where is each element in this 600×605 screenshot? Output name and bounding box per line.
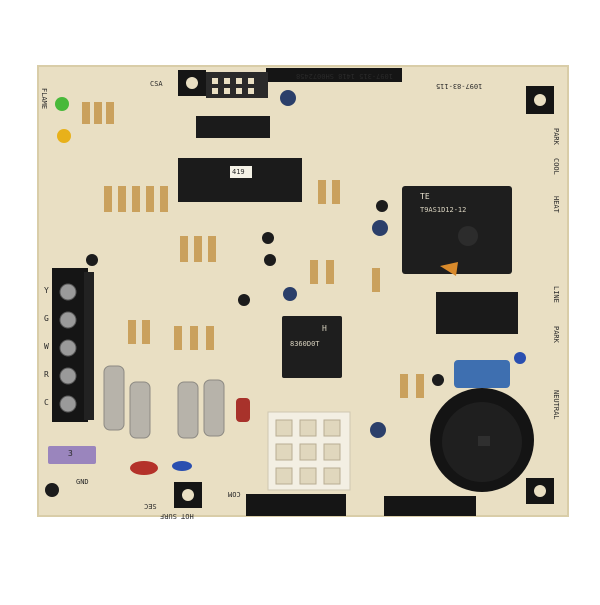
cap-electrolytic-4 <box>370 422 386 438</box>
chip-sticker-text: 419 <box>232 168 245 176</box>
led-yellow <box>57 129 71 143</box>
cap-electrolytic-1 <box>280 90 296 106</box>
cap-electrolytic-3 <box>283 287 297 301</box>
terminal-letter-y: Y <box>44 286 49 295</box>
bottom-sec-label: SEC <box>144 502 157 510</box>
bottom-edge-strip-left <box>246 494 346 516</box>
terminal-letter-c: C <box>44 398 49 407</box>
red-component <box>236 398 250 422</box>
terminal-letter-w: W <box>44 342 49 351</box>
power-resistors <box>103 365 225 439</box>
cap-red-small <box>130 461 158 475</box>
right-heat-label: HEAT <box>552 196 560 213</box>
bottom-com-label: COM <box>228 490 241 498</box>
right-park-b-label: PARK <box>552 326 560 343</box>
right-park-a-label: PARK <box>552 128 560 145</box>
right-line-label: LINE <box>552 286 560 303</box>
top-edge-strip <box>266 68 402 82</box>
fuse-label: 3 <box>68 449 73 458</box>
mounting-holes <box>174 70 554 508</box>
relay-small-code: 8360D0T <box>290 340 320 348</box>
part-number-label: 1097-315 1418 SH0072458 <box>296 72 393 80</box>
white-connector <box>267 411 351 491</box>
bottom-mid-label: HOT SURF <box>160 512 194 520</box>
led-green <box>55 97 69 111</box>
bottom-left-label: GND <box>76 478 89 486</box>
relay-main-part: T9AS1D12-12 <box>420 206 467 214</box>
fuse <box>48 446 96 464</box>
terminal-letter-r: R <box>44 370 49 379</box>
cap-blue-small <box>172 461 192 471</box>
relay-small <box>282 316 342 378</box>
dot-blue-right <box>514 352 526 364</box>
right-cool-label: COOL <box>552 158 560 175</box>
top-header-connector <box>206 72 268 98</box>
bottom-edge-strip-right <box>384 496 476 516</box>
orange-capacitor <box>440 262 458 276</box>
round-component <box>430 388 534 492</box>
right-neutral-label: NEUTRAL <box>552 390 560 420</box>
ic-chip-large <box>178 158 302 202</box>
board-code-right: 1097-83-115 <box>436 82 483 90</box>
black-module-right <box>436 292 518 334</box>
terminal-letter-g: G <box>44 314 49 323</box>
small-resistors <box>82 102 424 398</box>
csa-mark: CSA <box>150 80 163 88</box>
terminal-block <box>52 268 94 422</box>
relay-main-brand: TE <box>420 192 430 201</box>
flame-label: FLAME <box>40 88 48 110</box>
cap-blue-film <box>454 360 510 388</box>
cap-electrolytic-2 <box>372 220 388 236</box>
ic-chip-top <box>196 116 270 138</box>
relay-main <box>402 186 512 274</box>
relay-small-letter: H <box>322 324 327 333</box>
transistors <box>45 200 444 497</box>
chip-sticker <box>230 166 252 178</box>
